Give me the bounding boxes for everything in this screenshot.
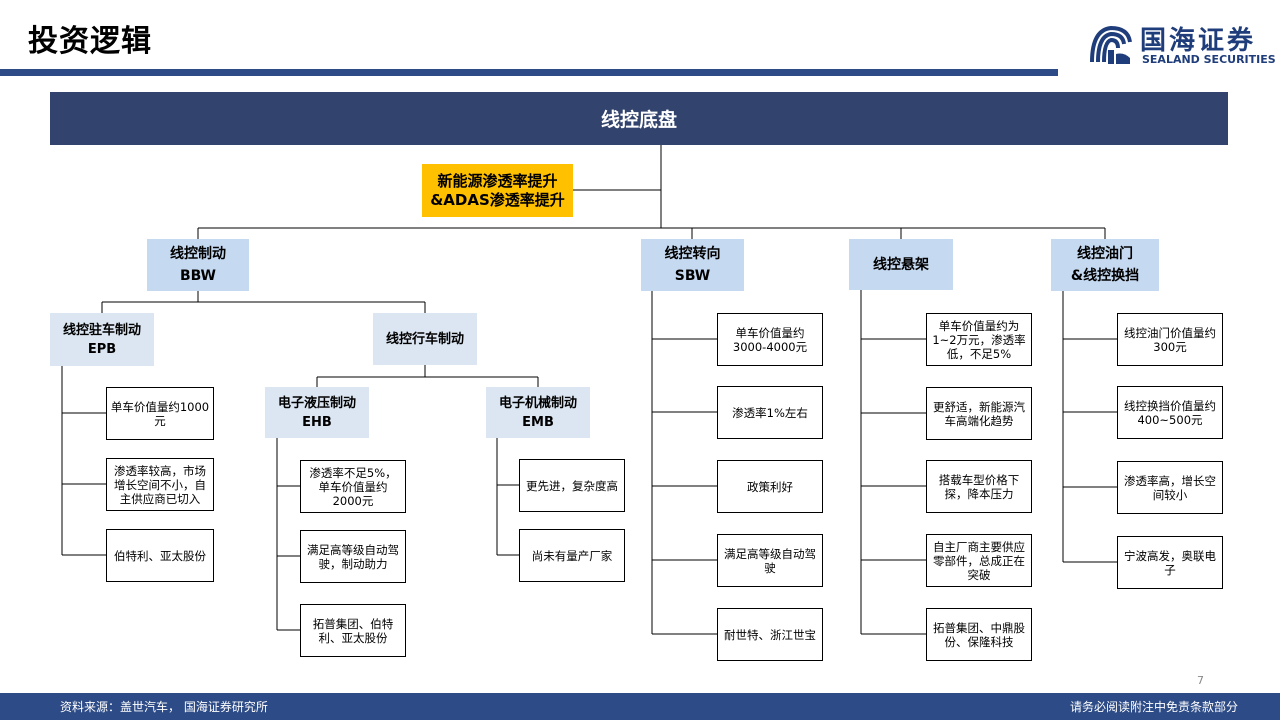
throttle-line1: 线控油门	[1077, 246, 1133, 262]
leaf-suspension-comfort: 更舒适，新能源汽车高端化趋势	[926, 387, 1032, 440]
driver-line1: 新能源渗透率提升	[437, 171, 558, 190]
bbw-line1: 线控制动	[170, 246, 226, 262]
leaf-shift-value: 线控换挡价值量约400~500元	[1117, 386, 1223, 439]
leaf-ehb-penetration: 渗透率不足5%，单车价值量约2000元	[300, 460, 406, 513]
sbw-line2: SBW	[674, 268, 711, 284]
ehb-line1: 电子液压制动	[277, 395, 356, 411]
leaf-epb-suppliers: 伯特利、亚太股份	[106, 529, 214, 582]
sbw-line1: 线控转向	[664, 246, 721, 262]
category-bbw: 线控制动 BBW	[147, 239, 249, 291]
leaf-sbw-policy: 政策利好	[717, 460, 823, 513]
driver-node: 新能源渗透率提升&ADAS渗透率提升	[422, 164, 573, 217]
subcategory-emb: 电子机械制动 EMB	[486, 387, 590, 438]
category-throttle-shift: 线控油门&线控换挡	[1051, 239, 1159, 291]
leaf-sbw-autonomy: 满足高等级自动驾驶	[717, 534, 823, 587]
sealand-logo-icon	[1090, 25, 1132, 64]
subcategory-service-brake: 线控行车制动	[373, 313, 477, 365]
ehb-line2: EHB	[302, 414, 332, 430]
driver-line2: &ADAS渗透率提升	[430, 190, 565, 209]
epb-line1: 线控驻车制动	[62, 322, 141, 338]
leaf-epb-value: 单车价值量约1000元	[106, 387, 214, 440]
leaf-suspension-suppliers: 拓普集团、中鼎股份、保隆科技	[926, 608, 1032, 661]
bbw-line2: BBW	[179, 268, 217, 284]
leaf-emb-advanced: 更先进，复杂度高	[519, 459, 625, 512]
category-suspension: 线控悬架	[849, 239, 953, 290]
leaf-suspension-value: 单车价值量约为1~2万元，渗透率低，不足5%	[926, 313, 1032, 366]
leaf-emb-production: 尚未有量产厂家	[519, 529, 625, 582]
throttle-line2: &线控换挡	[1070, 268, 1140, 284]
disclaimer-note: 请务必阅读附注中免责条款部分	[1069, 700, 1238, 714]
subcategory-ehb: 电子液压制动 EHB	[265, 387, 369, 438]
leaf-sbw-value: 单车价值量约3000-4000元	[717, 313, 823, 366]
category-sbw: 线控转向 SBW	[641, 239, 744, 291]
logo-chinese-name: 国海证券	[1140, 26, 1257, 56]
source-note: 资料来源：盖世汽车， 国海证券研究所	[60, 700, 268, 714]
leaf-sbw-suppliers: 耐世特、浙江世宝	[717, 608, 823, 661]
leaf-ehb-suppliers: 拓普集团、伯特利、亚太股份	[300, 604, 406, 657]
company-logo: 国海证券 SEALAND SECURITIES	[1088, 20, 1276, 70]
leaf-epb-penetration: 渗透率较高，市场增长空间不小，自主供应商已切入	[106, 458, 214, 511]
page-title: 投资逻辑	[28, 24, 152, 59]
leaf-suspension-domestic: 自主厂商主要供应零部件，总成正在突破	[926, 534, 1032, 587]
emb-line2: EMB	[522, 414, 554, 430]
leaf-sbw-penetration: 渗透率1%左右	[717, 386, 823, 439]
footer-bar: 资料来源：盖世汽车， 国海证券研究所 请务必阅读附注中免责条款部分	[0, 693, 1280, 720]
leaf-throttle-value: 线控油门价值量约300元	[1117, 313, 1223, 366]
leaf-suspension-cost: 搭载车型价格下探，降本压力	[926, 460, 1032, 513]
logo-english-name: SEALAND SECURITIES	[1142, 53, 1276, 66]
leaf-throttle-suppliers: 宁波高发，奥联电子	[1117, 536, 1223, 589]
page-number: 7	[1197, 674, 1204, 687]
epb-line2: EPB	[87, 341, 117, 357]
title-divider	[0, 69, 1058, 76]
emb-line1: 电子机械制动	[498, 395, 577, 411]
subcategory-epb: 线控驻车制动 EPB	[50, 313, 154, 366]
root-node: 线控底盘	[50, 92, 1228, 145]
leaf-ehb-function: 满足高等级自动驾驶，制动助力	[300, 530, 406, 583]
leaf-throttle-penetration: 渗透率高，增长空间较小	[1117, 461, 1223, 514]
